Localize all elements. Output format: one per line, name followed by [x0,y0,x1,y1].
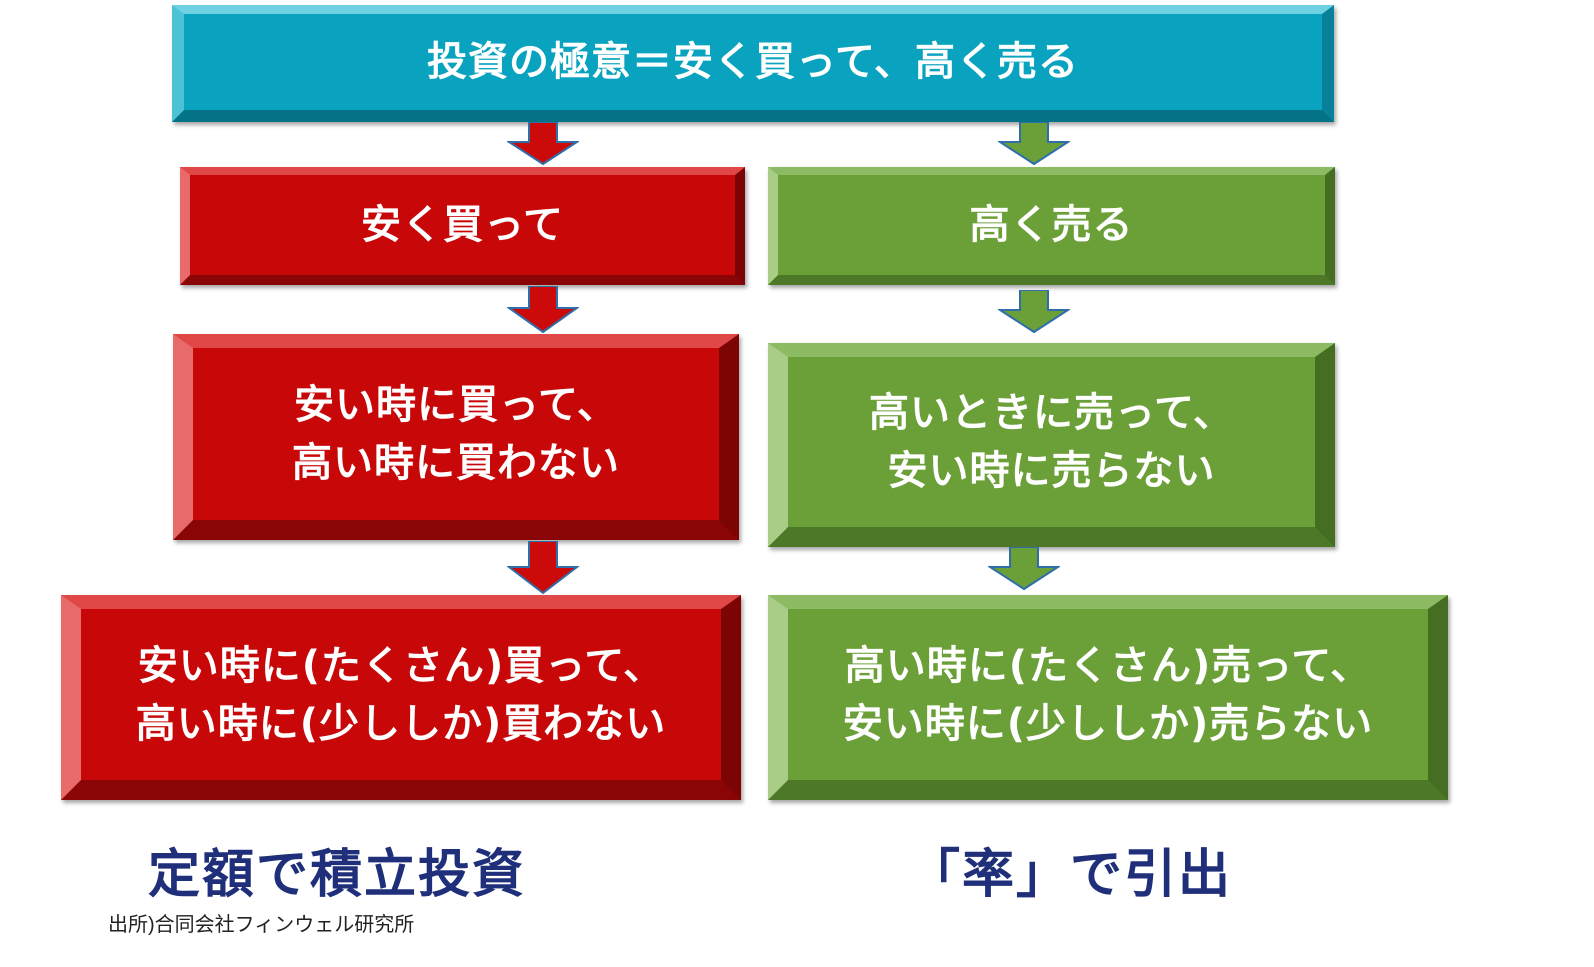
arrow-down-icon [988,547,1060,591]
buy-more-when-low-text: 安い時に(たくさん)買って、 高い時に(少ししか)買わない [136,637,667,753]
title-box: 投資の極意＝安く買って、高く売る [172,5,1334,122]
arrow-down-icon [507,541,579,595]
buy-low-text: 安く買って [361,202,564,248]
sell-more-when-high-line-2: 安い時に(少ししか)売らない [842,700,1374,747]
fixed-amount-savings-label: 定額で積立投資 [148,845,527,905]
buy-when-low-box: 安い時に買って、 高い時に買わない [173,334,739,540]
arrow-down-icon [998,122,1070,166]
sell-when-high-line-2: 安い時に売らない [887,448,1216,494]
sell-more-when-high-box: 高い時に(たくさん)売って、 安い時に(少ししか)売らない [768,595,1448,800]
buy-more-when-low-line-1: 安い時に(たくさん)買って、 [137,642,665,689]
arrow-down-icon [998,290,1070,334]
title-text: 投資の極意＝安く買って、高く売る [427,39,1079,85]
sell-high-box: 高く売る [768,167,1335,285]
arrow-down-icon [507,286,579,334]
arrow-down-icon [507,122,579,166]
buy-when-low-line-1: 安い時に買って、 [294,382,618,428]
buy-low-box: 安く買って [180,167,745,285]
sell-more-when-high-line-1: 高い時に(たくさん)売って、 [844,642,1372,689]
rate-withdrawal-label: 「率」で引出 [908,845,1233,905]
buy-more-when-low-line-2: 高い時に(少ししか)買わない [135,700,667,747]
sell-when-high-text: 高いときに売って、 安い時に売らない [869,384,1234,500]
sell-when-high-line-1: 高いときに売って、 [869,390,1234,436]
sell-more-when-high-text: 高い時に(たくさん)売って、 安い時に(少ししか)売らない [843,637,1374,753]
sell-high-text: 高く売る [969,202,1134,248]
sell-when-high-box: 高いときに売って、 安い時に売らない [768,343,1335,547]
source-note: 出所)合同会社フィンウェル研究所 [108,914,415,936]
buy-more-when-low-box: 安い時に(たくさん)買って、 高い時に(少ししか)買わない [61,595,741,800]
buy-when-low-text: 安い時に買って、 高い時に買わない [292,376,620,492]
buy-when-low-line-2: 高い時に買わない [292,440,620,486]
